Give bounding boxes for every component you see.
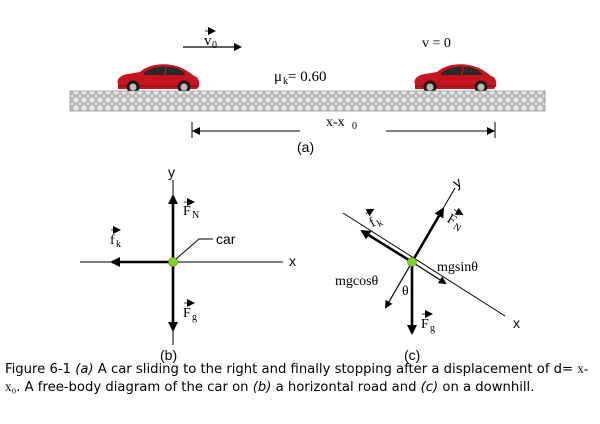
svg-text:N: N [451,221,463,234]
fg-label-c: F g [421,310,435,334]
y-axis-label-c: y [450,174,464,191]
x-axis-label-b: x [289,253,296,269]
theta-label-c: θ [402,284,409,299]
mgsin-arrow-c [411,261,447,285]
v-final-label: v = 0 [422,36,451,51]
panel-b: y x F N f k F g car (b) [80,164,296,363]
caption-part-2: (a) [75,362,94,377]
x-axis-c [342,212,506,317]
car-start [117,64,200,94]
mgcos-arrow-c [384,261,413,309]
caption-part-5: . A free-body diagram of the car on [16,380,253,395]
mgcos-label-c: mgcosθ [335,274,379,289]
car-stop [414,64,497,94]
fk-label-c: f k [365,208,385,231]
x-axis-label-c: x [513,315,520,331]
caption-part-8: (c) [420,380,439,395]
center-dot-c [407,257,417,267]
caption-part-6: (b) [252,380,272,395]
svg-text:f: f [110,233,115,248]
fn-label-b: F N [183,198,199,221]
center-dot-b [168,257,178,267]
caption-part-9: on a downhill. [438,380,535,395]
svg-text:k: k [283,76,288,87]
svg-text:k: k [375,217,385,229]
svg-text:= 0.60: = 0.60 [288,69,326,85]
svg-text:0: 0 [352,121,357,132]
fk-label-b: f k [110,226,121,250]
car-pointer-b [175,238,213,260]
car-label-b: car [216,231,236,247]
svg-text:g: g [430,323,435,334]
svg-text:0: 0 [212,40,217,51]
panel-a: v 0 v = 0 μ k = 0.60 [69,27,546,155]
svg-text:F: F [183,306,191,321]
svg-text:k: k [116,239,121,250]
displacement-label: x-x 0 [326,115,357,132]
panel-b-label: (b) [160,347,177,363]
svg-text:N: N [192,210,199,221]
svg-text:v: v [204,33,212,49]
fg-label-b: F g [183,299,197,323]
panel-a-label: (a) [297,139,314,155]
fn-arrow-c [410,207,445,263]
mu-label: μ k = 0.60 [274,69,326,87]
caption-part-7: a horizontal road and [271,380,421,395]
fn-label-c: F N [444,207,464,235]
svg-text:g: g [192,312,197,323]
svg-text:x-x: x-x [326,115,345,130]
caption-part-1: Figure 6-1 [5,362,76,377]
svg-text:f: f [367,215,379,230]
y-axis-label-b: y [168,164,175,180]
mgsin-label-c: mgsinθ [437,260,478,275]
caption-part-4: x-x₀ [5,361,589,394]
svg-text:F: F [421,317,429,332]
panel-c-label: (c) [404,347,420,363]
panel-c: y x f k F N F g mgcosθ mgsinθ θ (c) [335,174,520,363]
v0-label: v 0 [204,27,217,51]
figure-caption: Figure 6-1 (a) A car sliding to the righ… [5,360,597,396]
svg-text:F: F [183,204,191,219]
svg-text:μ: μ [274,69,282,85]
road [69,90,546,112]
fk-arrow-c [360,229,413,264]
caption-part-3: A car sliding to the right and finally s… [93,362,578,377]
